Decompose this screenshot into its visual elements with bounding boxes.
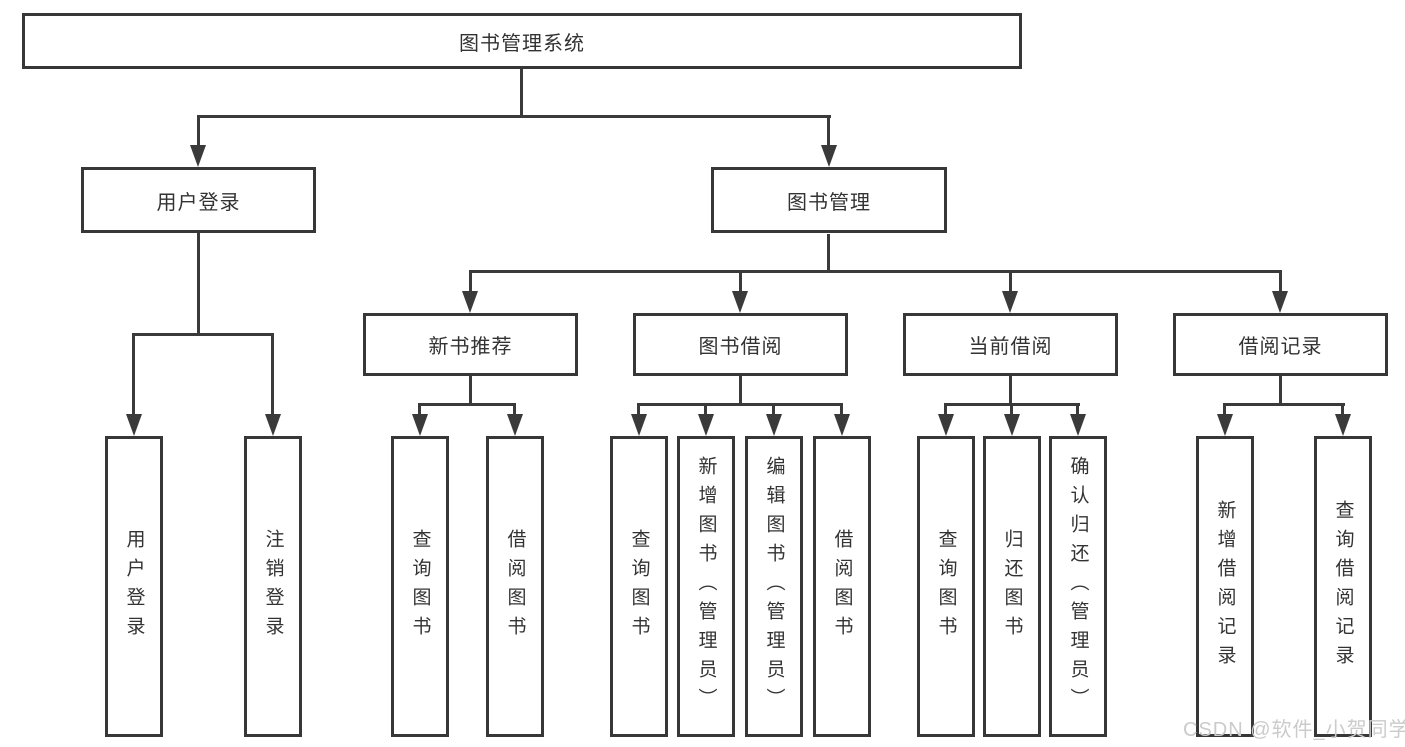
connector-vline [1279, 272, 1282, 293]
arrowhead [1335, 414, 1351, 436]
leaf-edit-books-admin: 编辑图书（管理员） [745, 436, 803, 737]
connector-vline [1009, 376, 1012, 406]
connector-vline [704, 405, 707, 416]
arrowhead [766, 414, 782, 436]
connector-vline [132, 335, 135, 416]
leaf-add-borrow-record: 新增借阅记录 [1196, 436, 1254, 737]
connector-vline [469, 272, 472, 293]
connector-hline [418, 403, 516, 406]
node-label: 归还图书 [1001, 528, 1023, 645]
node-label: 用户登录 [156, 191, 241, 214]
leaf-user-login: 用户登录 [105, 436, 163, 737]
arrowhead [698, 414, 714, 436]
connector-vline [1009, 272, 1012, 293]
connector-hline [1223, 403, 1345, 406]
node-label: 查询图书 [935, 528, 957, 645]
connector-vline [739, 272, 742, 293]
arrowhead [412, 414, 428, 436]
connector-vline [840, 405, 843, 416]
node-label: 查询借阅记录 [1332, 499, 1354, 674]
leaf-query-borrow-record: 查询借阅记录 [1314, 436, 1372, 737]
leaf-logout: 注销登录 [244, 436, 302, 737]
leaf-query-books-borrow: 查询图书 [610, 436, 668, 737]
leaf-query-books-newrec: 查询图书 [391, 436, 449, 737]
leaf-query-books-current: 查询图书 [917, 436, 975, 737]
leaf-borrow-books-newrec: 借阅图书 [486, 436, 544, 737]
leaf-add-books-admin: 新增图书（管理员） [677, 436, 735, 737]
node-user-login: 用户登录 [81, 167, 316, 233]
connector-vline [1341, 405, 1344, 416]
connector-vline [418, 405, 421, 416]
arrowhead [938, 414, 954, 436]
connector-vline [827, 234, 830, 273]
node-label: 借阅记录 [1238, 336, 1323, 358]
connector-vline [827, 117, 830, 147]
node-label: 注销登录 [262, 528, 284, 645]
connector-vline [1279, 376, 1282, 406]
arrowhead [631, 414, 647, 436]
node-new-book-recommendation: 新书推荐 [363, 313, 578, 376]
node-label: 当前借阅 [968, 336, 1053, 358]
arrowhead [1070, 414, 1086, 436]
connector-vline [469, 376, 472, 406]
connector-hline [637, 403, 843, 406]
arrowhead [462, 291, 478, 313]
leaf-confirm-return-admin: 确认归还（管理员） [1049, 436, 1107, 737]
node-label: 新增图书（管理员） [695, 456, 717, 717]
connector-vline [197, 233, 200, 336]
node-label: 图书管理系统 [459, 32, 585, 55]
arrowhead [1004, 414, 1020, 436]
connector-vline [637, 405, 640, 416]
node-label: 借阅图书 [504, 528, 526, 645]
node-book-management: 图书管理 [711, 167, 947, 233]
node-borrowing-records: 借阅记录 [1173, 313, 1388, 376]
node-label: 编辑图书（管理员） [763, 456, 785, 717]
connector-vline [197, 117, 200, 147]
watermark: CSDN @软件_小贺同学 [1183, 719, 1405, 741]
arrowhead [507, 414, 523, 436]
connector-vline [944, 405, 947, 416]
connector-hline [132, 333, 274, 336]
node-label: 新增借阅记录 [1214, 499, 1236, 674]
node-label: 查询图书 [409, 528, 431, 645]
node-label: 确认归还（管理员） [1067, 456, 1089, 717]
node-label: 借阅图书 [831, 528, 853, 645]
node-label: 新书推荐 [428, 336, 513, 358]
connector-vline [271, 335, 274, 416]
node-label: 图书管理 [787, 191, 871, 214]
connector-vline [513, 405, 516, 416]
arrowhead [834, 414, 850, 436]
arrowhead [190, 145, 206, 167]
node-label: 图书借阅 [698, 336, 783, 358]
node-current-borrowing: 当前借阅 [903, 313, 1118, 376]
connector-hline [944, 403, 1080, 406]
arrowhead [821, 145, 837, 167]
arrowhead [126, 414, 142, 436]
node-book-borrowing: 图书借阅 [633, 313, 848, 376]
node-label: 查询图书 [628, 528, 650, 645]
connector-vline [1223, 405, 1226, 416]
arrowhead [1272, 291, 1288, 313]
connector-vline [520, 69, 523, 118]
connector-vline [739, 376, 742, 406]
arrowhead [732, 291, 748, 313]
connector-hline [197, 115, 831, 118]
connector-hline [469, 270, 1282, 273]
node-library-management-system: 图书管理系统 [22, 13, 1022, 69]
arrowhead [1217, 414, 1233, 436]
arrowhead [265, 414, 281, 436]
node-label: 用户登录 [123, 528, 145, 645]
leaf-borrow-books-borrow: 借阅图书 [813, 436, 871, 737]
connector-vline [1010, 405, 1013, 416]
connector-vline [772, 405, 775, 416]
arrowhead [1002, 291, 1018, 313]
leaf-return-books: 归还图书 [983, 436, 1041, 737]
connector-vline [1076, 405, 1079, 416]
